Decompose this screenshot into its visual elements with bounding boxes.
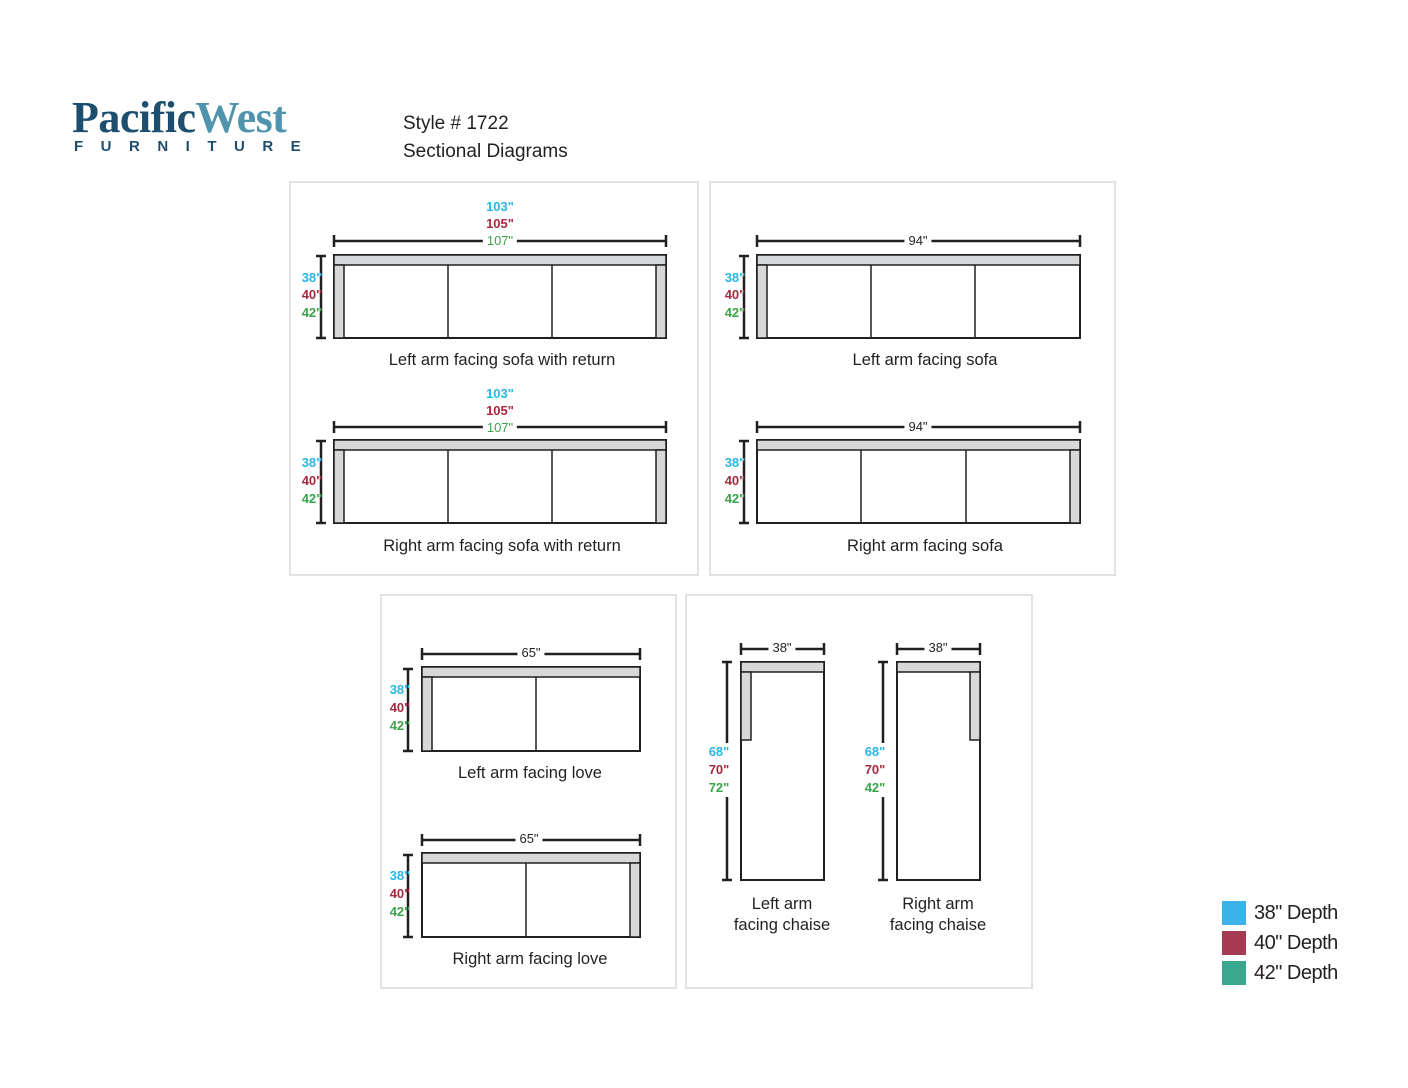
piece-label: Right arm facing sofa with return — [383, 537, 621, 555]
depth-42-label: 42" — [301, 491, 323, 506]
page-title: Sectional Diagrams — [403, 141, 568, 162]
width-label: 94" — [904, 419, 932, 435]
length-70-label: 70" — [708, 761, 730, 779]
length-72-label: 72" — [708, 779, 730, 797]
width-40-label: 105" — [486, 216, 514, 231]
depth-38-label: 38" — [389, 682, 411, 697]
label-line-2: facing chaise — [889, 916, 987, 934]
width-38-label: 103" — [482, 198, 518, 216]
logo-subtitle: FURNITURE — [74, 138, 319, 155]
piece-label: Left arm facing chaise — [734, 894, 830, 936]
legend-item-42: 42" Depth — [1222, 958, 1338, 988]
depth-42-label: 42" — [724, 305, 746, 320]
depth-40-label: 40" — [389, 886, 411, 901]
brand-logo: PacificWest FURNITURE — [72, 92, 362, 155]
width-38-label: 103" — [486, 386, 514, 401]
depth-40-label: 40" — [301, 287, 323, 302]
width-label: 38" — [924, 640, 952, 656]
depth-40-label: 40" — [301, 473, 323, 488]
length-68-label: 68" — [864, 743, 886, 761]
width-label: 65" — [517, 645, 545, 661]
depth-42-label: 42" — [301, 305, 323, 320]
width-label: 38" — [768, 640, 796, 656]
logo-pacific: Pacific — [72, 93, 196, 142]
legend-label: 40" Depth — [1254, 931, 1338, 954]
length-68-label: 68" — [708, 743, 730, 761]
depth-42-label: 42" — [724, 491, 746, 506]
legend-swatch-42 — [1222, 961, 1246, 985]
piece-label: Right arm facing love — [452, 950, 608, 968]
depth-40-label: 40" — [389, 700, 411, 715]
depth-38-label: 38" — [301, 270, 323, 285]
width-42-label: 107" — [482, 232, 518, 250]
label-line-1: Left arm — [751, 895, 813, 913]
style-number: Style # 1722 — [403, 113, 509, 134]
depth-42-label: 42" — [389, 904, 411, 919]
length-70-label: 70" — [864, 761, 886, 779]
width-40-label: 105" — [486, 403, 514, 418]
depth-40-label: 40" — [724, 287, 746, 302]
logo-west: West — [195, 93, 287, 142]
piece-label: Right arm facing sofa — [847, 537, 1003, 555]
legend-swatch-40 — [1222, 931, 1246, 955]
depth-40-label: 40" — [724, 473, 746, 488]
piece-label: Left arm facing sofa with return — [388, 351, 616, 369]
piece-label: Right arm facing chaise — [890, 894, 986, 936]
piece-label: Left arm facing sofa — [852, 351, 998, 369]
width-label: 94" — [904, 233, 932, 249]
depth-38-label: 38" — [724, 455, 746, 470]
legend-item-40: 40" Depth — [1222, 928, 1338, 958]
depth-38-label: 38" — [389, 868, 411, 883]
label-line-1: Right arm — [902, 895, 974, 913]
depth-38-label: 38" — [724, 270, 746, 285]
depth-legend: 38" Depth 40" Depth 42" Depth — [1222, 898, 1338, 988]
depth-38-label: 38" — [301, 455, 323, 470]
depth-42-label: 42" — [389, 718, 411, 733]
width-label: 65" — [515, 831, 543, 847]
piece-label: Left arm facing love — [458, 764, 602, 782]
legend-swatch-38 — [1222, 901, 1246, 925]
legend-item-38: 38" Depth — [1222, 898, 1338, 928]
legend-label: 42" Depth — [1254, 961, 1338, 984]
logo-wordmark: PacificWest — [72, 92, 362, 144]
label-line-2: facing chaise — [733, 916, 831, 934]
width-42-label: 107" — [482, 419, 518, 437]
legend-label: 38" Depth — [1254, 901, 1338, 924]
length-42-label: 42" — [864, 779, 886, 797]
style-info: Style # 1722 Sectional Diagrams — [403, 110, 568, 166]
